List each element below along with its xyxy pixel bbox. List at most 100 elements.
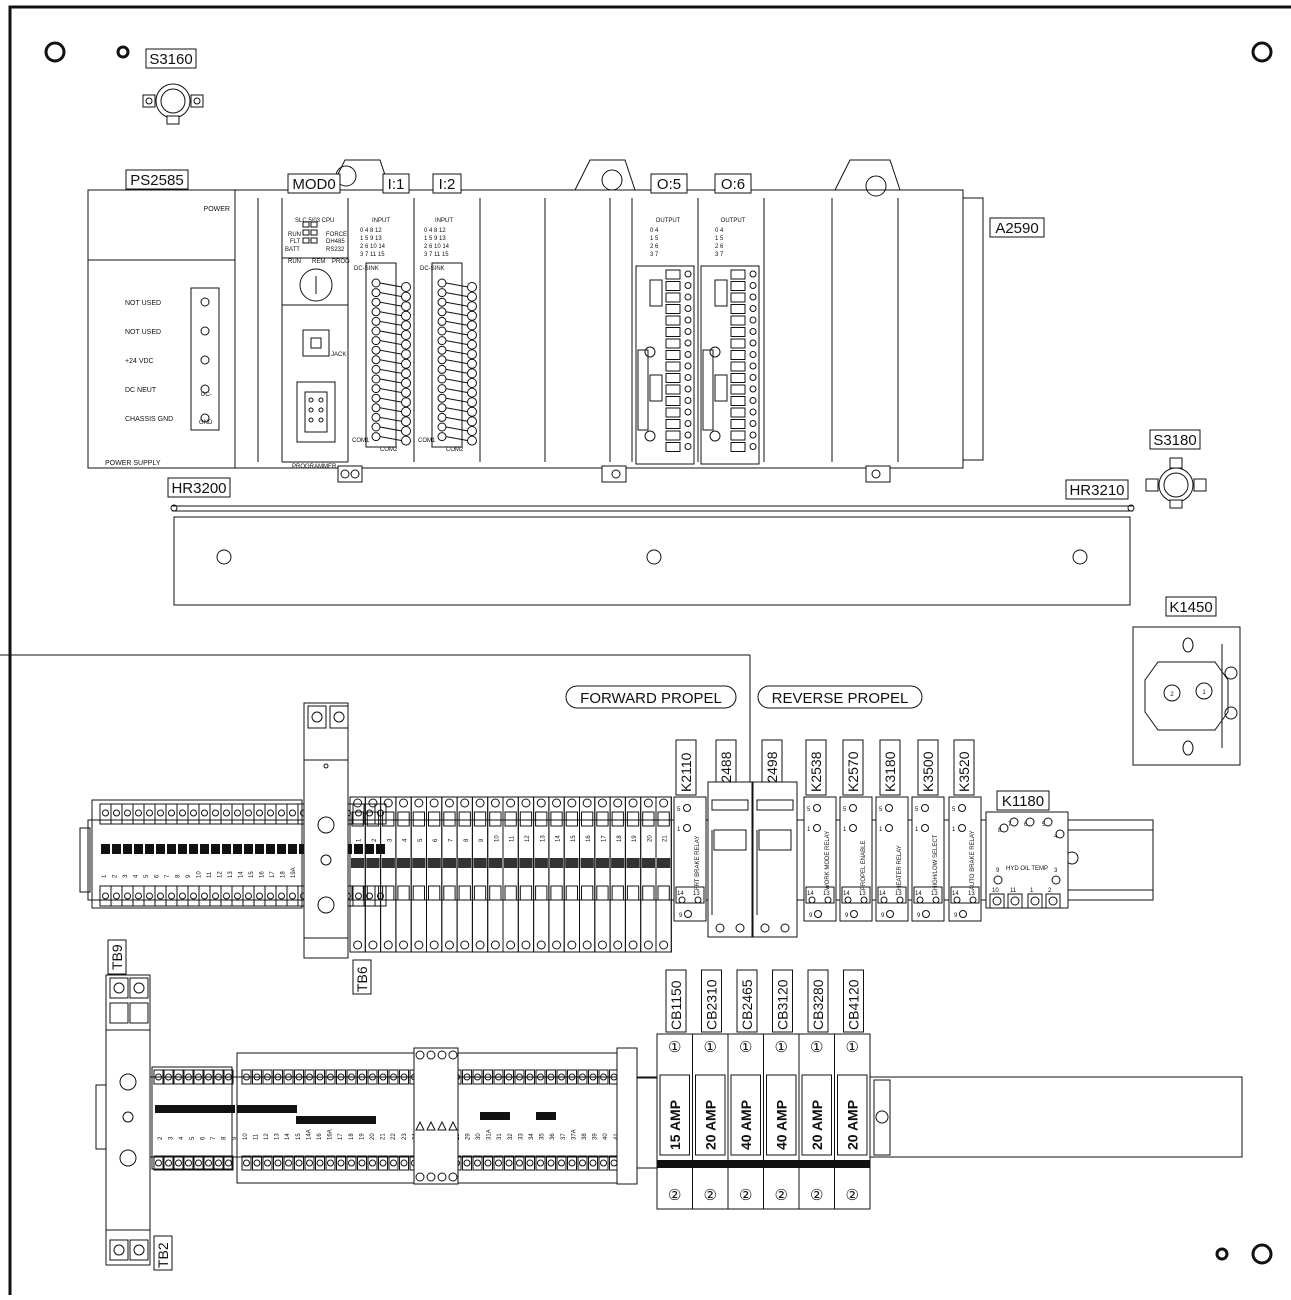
terminal-number: 6	[155, 874, 161, 878]
relay-screw-icon	[813, 824, 821, 832]
terminal-screw-icon	[234, 809, 241, 817]
tb6-jumper	[488, 858, 502, 868]
tb6-clamp	[657, 885, 670, 901]
o6-row-3: 3 7	[715, 252, 724, 258]
lower-terminal-top	[388, 1069, 399, 1085]
ps-terminal-screw-icon	[200, 326, 210, 336]
lower-terminal-screw-icon	[155, 1073, 162, 1081]
tb6-jumper	[534, 858, 548, 868]
lower-terminal-number: 7	[211, 1136, 217, 1140]
tag-o6: O:6	[714, 173, 752, 194]
mount-hole-icon	[44, 41, 66, 63]
tb6-screw-icon	[597, 940, 607, 950]
relay-screw-icon	[880, 896, 888, 904]
cpu-led-dh485: DH485	[326, 239, 345, 245]
input-wire	[379, 416, 403, 422]
tb6-clamp	[642, 811, 655, 827]
tag-a2590-text: A2590	[995, 220, 1038, 237]
input-wire	[445, 340, 469, 346]
callout-reverse-propel: REVERSE PROPEL	[757, 685, 923, 709]
output-terminal	[730, 442, 746, 452]
relay-pin: 9	[845, 913, 849, 919]
tb6-screw-icon	[399, 798, 409, 808]
terminal-screw-icon	[355, 809, 362, 817]
relay-pin: 1	[879, 827, 883, 833]
lower-terminal-screw-icon	[600, 1159, 607, 1167]
jumper-bar	[255, 844, 264, 854]
terminal-screw-icon	[146, 809, 153, 817]
tb6-jumper	[442, 858, 457, 868]
contactor-top	[711, 799, 749, 811]
tag-i1: I:1	[382, 173, 410, 194]
lower-terminal-screw-icon	[165, 1073, 172, 1081]
terminal-bottom	[286, 885, 299, 907]
tb6-screw-icon	[383, 940, 393, 950]
tb6-screw-icon	[643, 798, 653, 808]
output-terminal	[730, 396, 746, 406]
jumper-bar	[266, 844, 275, 854]
tb6-clamp	[550, 885, 563, 901]
terminal-bottom	[132, 885, 145, 907]
input-terminal-screw-icon	[371, 403, 381, 413]
lower-terminal-screw-icon	[264, 1159, 271, 1167]
output-terminal	[665, 430, 681, 441]
input-terminal-screw-icon	[371, 278, 381, 288]
lower-terminal-screw-icon	[205, 1073, 212, 1081]
input-terminal-screw-icon	[437, 432, 447, 442]
i2-row-2: 2 6 10 14	[424, 244, 450, 250]
relay-pin: 9	[881, 913, 885, 919]
tb6-clamp	[351, 885, 364, 901]
tb6-clamp	[581, 811, 594, 827]
terminal-screw-icon	[146, 892, 153, 900]
jumper-bar	[354, 844, 363, 854]
output-terminal	[665, 419, 681, 429]
terminal-screw-icon	[157, 809, 164, 817]
relay-screw-icon	[684, 910, 692, 918]
lower-terminal-screw-icon	[390, 1159, 397, 1167]
tb6-jumper	[580, 858, 594, 868]
input-wire	[379, 378, 403, 384]
lower-terminal-screw-icon	[155, 1159, 162, 1167]
tb6-clamp	[611, 811, 624, 827]
terminal-bottom	[176, 885, 189, 907]
lower-terminal-top	[483, 1069, 493, 1085]
tag-s3180-text: S3180	[1153, 432, 1196, 449]
terminal-screw-icon	[113, 809, 120, 817]
input-wire	[379, 426, 403, 432]
input-wire	[379, 349, 403, 355]
ps-terminal-label: +24 VDC	[125, 358, 154, 365]
input-wire	[379, 320, 403, 326]
lower-jumper-bar	[480, 1112, 510, 1120]
terminal-number: 12	[218, 871, 224, 878]
input-terminal-screw-icon	[371, 432, 381, 442]
lower-terminal-screw-icon	[463, 1073, 471, 1081]
k1180-pin-number: 7	[1008, 822, 1012, 828]
terminal-top	[143, 803, 156, 825]
lower-terminal-top	[556, 1069, 567, 1085]
lower-terminal-bottom	[472, 1155, 483, 1171]
terminal-top	[154, 803, 167, 825]
relay-pin: 14	[807, 891, 814, 897]
breaker-tag-text: CB3120	[775, 979, 791, 1030]
relay-pin: 5	[952, 807, 956, 813]
terminal-bottom	[187, 885, 200, 907]
relay-pin: 1	[807, 827, 811, 833]
cpu-led-force: FORCE	[326, 232, 347, 238]
lower-terminal-top	[399, 1069, 409, 1085]
output-terminal-screw-icon	[684, 293, 692, 301]
tb6-clamp	[581, 885, 594, 901]
lower-terminal-number: 30	[476, 1133, 482, 1140]
lower-jumper-bar	[296, 1116, 376, 1124]
terminal-top	[121, 803, 134, 825]
k1180-pin-icon	[1009, 817, 1019, 827]
tag-o6-text: O:6	[721, 176, 745, 193]
relay-base	[805, 886, 835, 904]
cpu-jack-label: JACK	[331, 352, 346, 358]
relay-pin: 9	[954, 913, 958, 919]
output-terminal	[665, 396, 681, 406]
tag-hr3210-text: HR3210	[1069, 482, 1124, 499]
terminal-screw-icon	[190, 892, 197, 900]
relay-pin: 9	[917, 913, 921, 919]
output-terminal-screw-icon	[684, 362, 692, 370]
terminal-number: 13	[228, 871, 234, 878]
